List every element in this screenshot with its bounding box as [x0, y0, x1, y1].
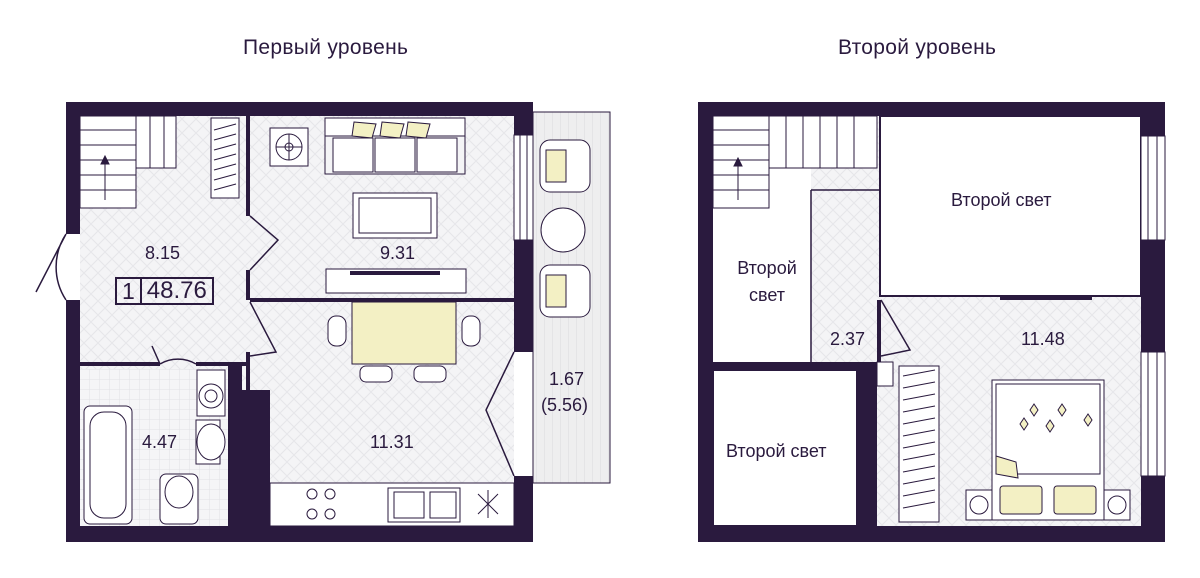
- room-area-kitchen: 11.31: [370, 432, 414, 452]
- coffee-table: [352, 192, 438, 239]
- room-area-bath: 4.47: [142, 432, 178, 452]
- bed: [965, 379, 1131, 521]
- second-light-bottom-label: Второй свет: [726, 441, 827, 461]
- l1-wall-right-mid: [514, 240, 533, 352]
- kitchen-counter: [269, 482, 515, 527]
- second-light-left-label: Второй свет: [722, 258, 812, 306]
- level1-title: Первый уровень: [243, 36, 409, 59]
- wardrobe-l2: [876, 361, 940, 523]
- apartment-summary: 1 48.76: [115, 277, 214, 305]
- second-light-left-line1: Второй: [737, 258, 797, 278]
- level2-title: Второй уровень: [838, 36, 997, 59]
- balcony-furniture: [539, 139, 591, 318]
- room-area-balcony: 1.67: [549, 369, 585, 389]
- bath-fixtures: [83, 369, 226, 525]
- second-light-left-line2: свет: [748, 285, 786, 305]
- l1-wall-right-bottom: [514, 476, 533, 542]
- l1-wall-right-top: [514, 102, 533, 135]
- tv: [1000, 296, 1092, 300]
- rooms-count: 1: [115, 277, 142, 305]
- wardrobe-l1: [210, 117, 240, 199]
- room-area-hall: 8.15: [145, 243, 181, 263]
- l1-wall-left-bottom: [66, 300, 80, 542]
- total-area: 48.76: [141, 277, 214, 305]
- l1-wall-bottom: [66, 526, 533, 542]
- entrance-door: [35, 233, 67, 301]
- level2-plan: [698, 102, 1166, 542]
- second-light-top-label: Второй свет: [951, 190, 1052, 210]
- room-area-balcony-full: (5.56): [541, 395, 589, 415]
- stairs-l2: [712, 115, 878, 209]
- l1-wall-left-top: [66, 102, 80, 234]
- stairs-l1: [79, 115, 177, 209]
- room-area-living: 9.31: [380, 243, 416, 263]
- dining-table: [327, 301, 481, 383]
- fan-icon: [269, 127, 309, 167]
- room-area-bedroom: 11.48: [1021, 329, 1065, 349]
- room-area-corridor: 2.37: [830, 329, 866, 349]
- sofa: [324, 117, 466, 175]
- level1-plan: [35, 102, 611, 542]
- l1-wall-top: [66, 102, 533, 116]
